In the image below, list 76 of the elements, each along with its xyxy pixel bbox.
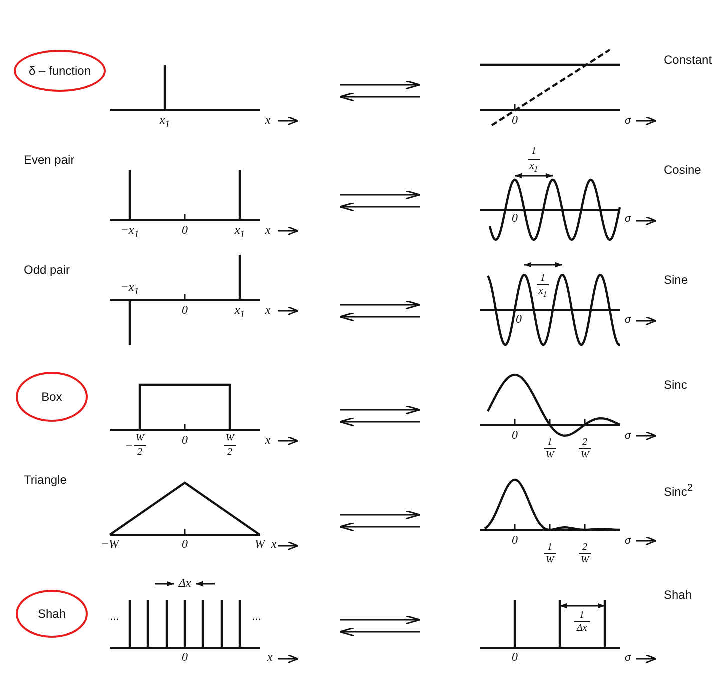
tick-label: 1 bbox=[540, 274, 546, 284]
tick-label: 2 bbox=[582, 438, 588, 448]
function-name: Constant bbox=[664, 53, 712, 67]
arrow bbox=[340, 405, 421, 415]
tick-label: Δx bbox=[178, 577, 192, 589]
tick-label: 0 bbox=[182, 304, 188, 316]
function-name: Cosine bbox=[664, 163, 702, 177]
tick-label: W bbox=[136, 434, 144, 444]
tick-label: Δx bbox=[576, 624, 588, 634]
tick-label: 1 bbox=[532, 147, 536, 157]
tick-label: 2 bbox=[582, 543, 588, 553]
tick-label: 1 bbox=[548, 438, 552, 448]
tick-label: 0 bbox=[512, 651, 518, 663]
tick-label: W bbox=[546, 451, 554, 461]
tick-label: W bbox=[580, 556, 590, 566]
tick-label: W bbox=[226, 434, 234, 444]
tick-label: x$_{1}$ bbox=[538, 287, 548, 300]
tick-label: x bbox=[265, 304, 271, 316]
function-name: Sine bbox=[664, 273, 688, 287]
circled-label: Shah bbox=[16, 590, 88, 638]
tick-label: W bbox=[580, 451, 590, 461]
tick-label: x$_{1}$ bbox=[160, 114, 170, 132]
tick-label: 0 bbox=[512, 212, 518, 224]
tick-label: x bbox=[271, 538, 277, 550]
tick-label: ... bbox=[110, 610, 120, 622]
tick-label: x bbox=[265, 434, 271, 446]
tick-label: σ bbox=[625, 534, 631, 546]
arrow bbox=[340, 80, 421, 90]
arrow bbox=[340, 615, 421, 625]
function-name: Shah bbox=[664, 588, 692, 602]
tick-label: x$_{1}$ bbox=[234, 224, 246, 242]
tick-label: σ bbox=[625, 114, 631, 126]
tick-label: σ bbox=[625, 212, 631, 224]
arrow bbox=[340, 300, 421, 310]
function-name: Sinc$^{2}$ bbox=[664, 483, 693, 499]
tick-label: W bbox=[255, 538, 265, 550]
tick-label: 0 bbox=[512, 114, 518, 126]
tick-label: 0 bbox=[182, 651, 188, 663]
tick-label: σ bbox=[625, 313, 631, 325]
tick-label: −x$_{1}$ bbox=[120, 281, 140, 298]
tick-label: x bbox=[265, 114, 271, 126]
arrow bbox=[339, 522, 420, 532]
arrow bbox=[339, 312, 420, 322]
tick-label: 1 bbox=[580, 611, 584, 621]
tick-label: σ bbox=[625, 651, 631, 663]
tick-label: x$_{1}$ bbox=[530, 162, 538, 175]
tick-label: σ bbox=[625, 429, 631, 441]
function-name: Triangle bbox=[24, 473, 67, 487]
tick-label: x bbox=[267, 651, 273, 663]
arrow bbox=[339, 202, 420, 212]
tick-label: x bbox=[265, 224, 271, 236]
arrow bbox=[339, 92, 420, 102]
tick-label: −W bbox=[100, 538, 120, 550]
function-name: Even pair bbox=[24, 153, 75, 167]
tick-label: W bbox=[546, 556, 554, 566]
tick-label: ... bbox=[252, 610, 262, 622]
tick-label: −x$_{1}$ bbox=[120, 224, 140, 242]
function-name: Sinc bbox=[664, 378, 688, 392]
arrow bbox=[340, 510, 421, 520]
tick-label: 0 bbox=[512, 429, 518, 441]
circled-label: Box bbox=[16, 372, 88, 422]
circled-label: δ – function bbox=[14, 50, 106, 92]
arrow bbox=[340, 190, 421, 200]
arrow bbox=[339, 627, 420, 637]
tick-label: 0 bbox=[512, 534, 518, 546]
tick-label: − bbox=[124, 440, 134, 452]
function-name: Odd pair bbox=[24, 263, 70, 277]
tick-label: 0 bbox=[182, 224, 188, 236]
arrow bbox=[339, 417, 420, 427]
tick-label: 0 bbox=[182, 538, 188, 550]
tick-label: 2 bbox=[138, 448, 142, 458]
tick-label: 0 bbox=[182, 434, 188, 446]
tick-label: 1 bbox=[548, 543, 552, 553]
tick-label: 2 bbox=[228, 448, 232, 458]
tick-label: x$_{1}$ bbox=[234, 304, 246, 322]
tick-label: 0 bbox=[516, 313, 522, 325]
